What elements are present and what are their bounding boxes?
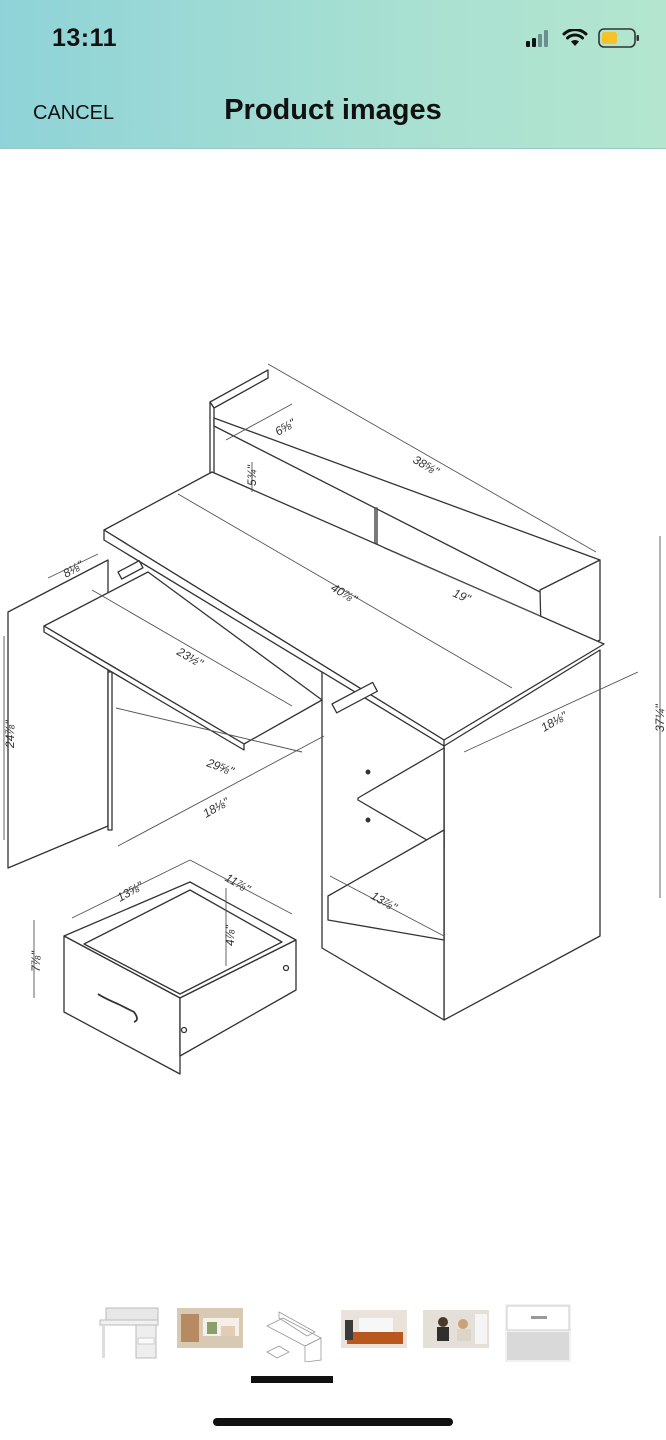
dimension-label: 38⅝"	[411, 452, 443, 478]
status-time: 13:11	[52, 24, 118, 52]
thumbnail-assembly-scene[interactable]	[423, 1304, 489, 1362]
thumbnail-drawer-closeup[interactable]	[505, 1304, 571, 1362]
dimension-label: 13⅝"	[115, 878, 147, 904]
dimension-label: 5¾"	[245, 464, 259, 486]
status-icons	[526, 28, 640, 48]
dimension-label: 18⅛"	[201, 794, 233, 820]
cancel-button[interactable]: CANCEL	[33, 102, 115, 124]
product-image-viewer[interactable]: 38⅝" 6⅝" 5¾" 40⅞" 19" 8⅛" 23½" 24⅞" 29⅝"…	[0, 330, 666, 1090]
selected-thumbnail-indicator	[251, 1376, 333, 1383]
thumbnail-desk-front[interactable]	[96, 1304, 162, 1362]
dimension-label: 19"	[451, 586, 473, 606]
thumbnail-strip	[0, 1300, 666, 1370]
signal-icon	[526, 30, 548, 47]
dimension-label: 24⅞"	[3, 720, 17, 749]
dimension-label: 4⅞"	[223, 924, 237, 946]
dimension-label: 11⅞"	[223, 870, 254, 896]
dimension-label: 6⅝"	[273, 416, 299, 439]
page-title: Product images	[224, 94, 442, 126]
thumbnail-dimension-drawing[interactable]	[259, 1304, 325, 1362]
home-indicator	[213, 1418, 453, 1426]
desk-dimension-drawing: 38⅝" 6⅝" 5¾" 40⅞" 19" 8⅛" 23½" 24⅞" 29⅝"…	[3, 363, 666, 1075]
thumbnail-bedroom-scene[interactable]	[341, 1304, 407, 1362]
thumbnail-room-scene[interactable]	[177, 1304, 243, 1362]
wifi-icon	[562, 29, 588, 46]
dimension-label: 7⅞"	[29, 950, 43, 972]
dimension-label: 37¼"	[653, 704, 666, 732]
dimension-label: 29⅝"	[204, 755, 236, 778]
battery-icon	[598, 28, 639, 48]
header-bar: 13:11 CANCEL Product images	[0, 0, 666, 149]
